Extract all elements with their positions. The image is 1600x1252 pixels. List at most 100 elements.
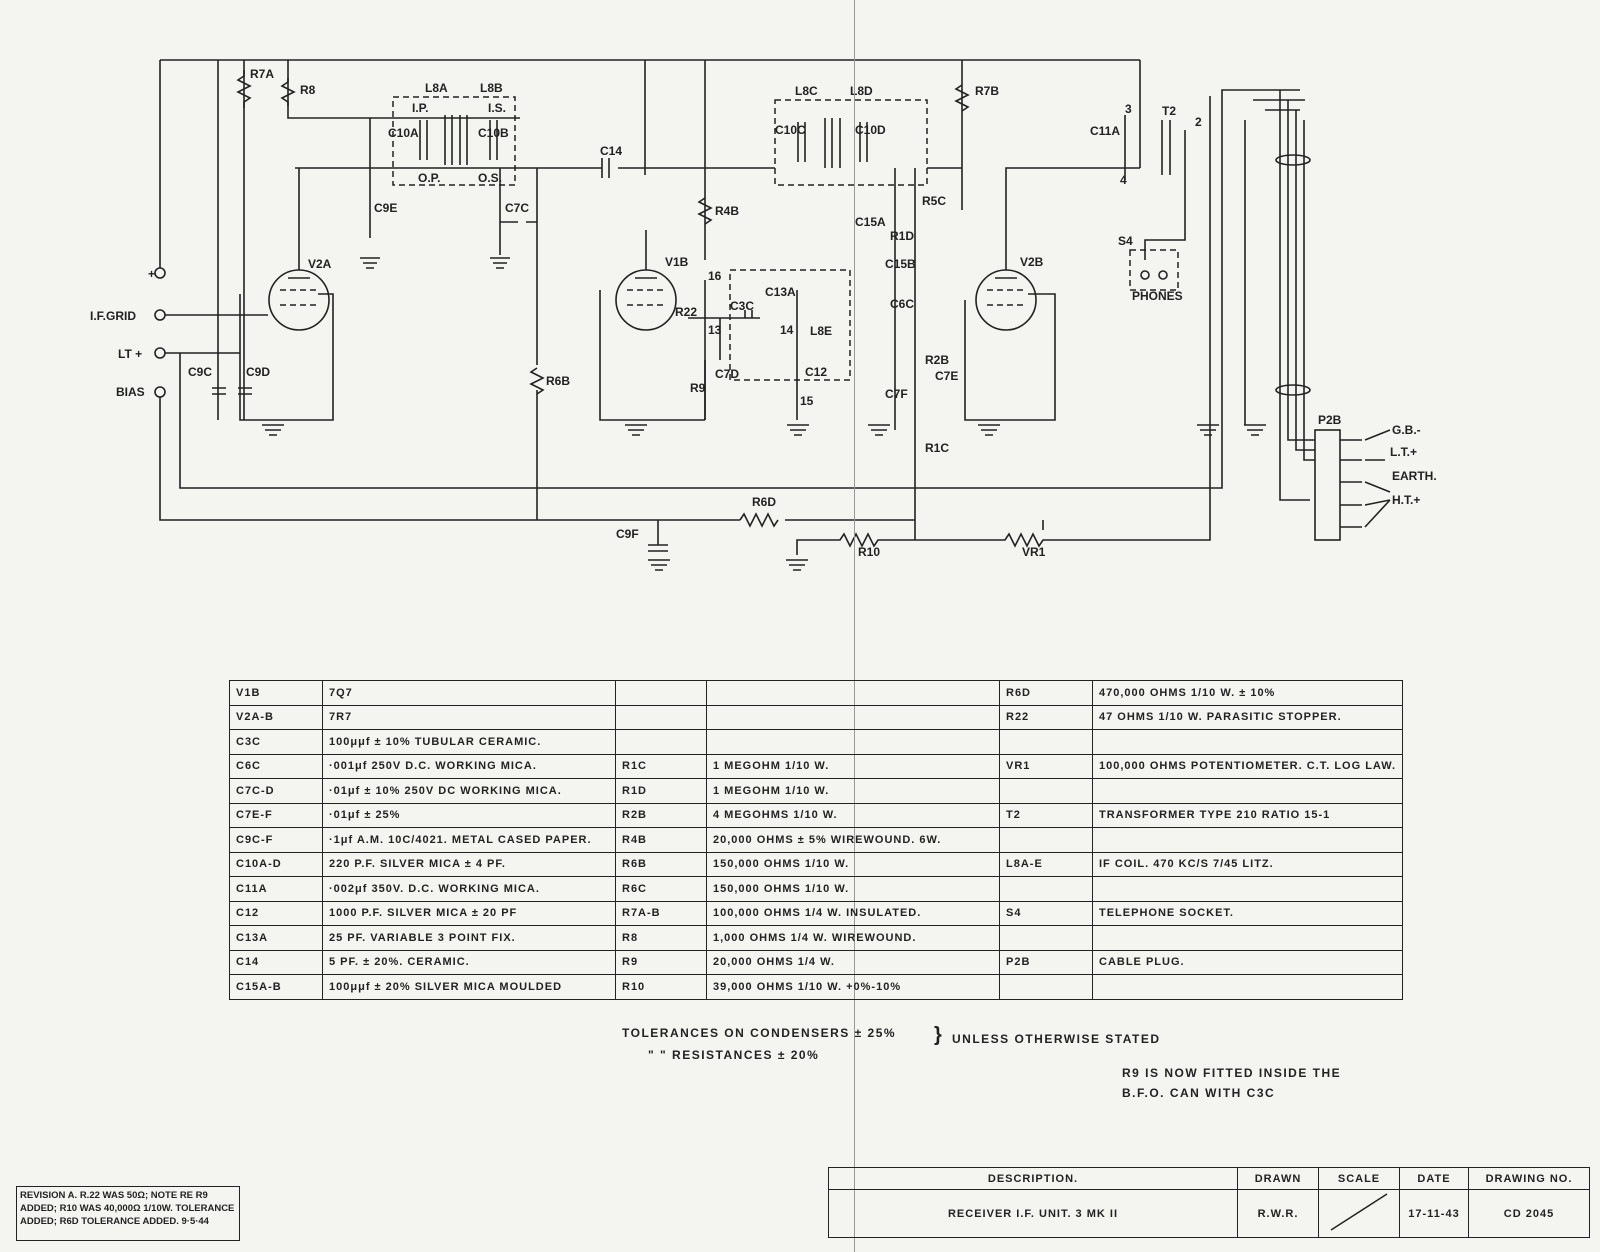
comp-c9c: C9C [188,365,212,379]
table-cell [1091,778,1404,804]
pin-4: 4 [1120,173,1127,187]
comp-r2b: R2B [925,353,949,367]
comp-r10: R10 [858,545,880,559]
table-row: C7C-D·01μf ± 10% 250V DC WORKING MICA.R1… [229,778,1404,804]
plug-gb-label: G.B.- [1392,423,1421,437]
title-drawn-header: DRAWN [1237,1167,1319,1190]
comp-op: O.P. [418,171,440,185]
table-cell: 4 MEGOHMS 1/10 W. [706,802,1000,828]
comp-c12: C12 [805,365,827,379]
table-cell [1091,974,1404,1000]
table-cell [999,974,1093,1000]
table-cell: 1 MEGOHM 1/10 W. [706,753,1000,779]
table-cell [999,729,1093,755]
pin-3: 3 [1125,102,1132,116]
title-scale [1318,1189,1400,1238]
terminal-if-grid-label: I.F.GRID [90,309,136,323]
pin-2: 2 [1195,115,1202,129]
table-cell: C13A [229,925,323,951]
tolerance-line-2: " " RESISTANCES ± 20% [648,1048,820,1062]
comp-c7d: C7D [715,367,739,381]
table-cell: VR1 [999,753,1093,779]
comp-c10a: C10A [388,126,419,140]
table-cell: 100,000 OHMS POTENTIOMETER. C.T. LOG LAW… [1091,753,1404,779]
comp-c7c: C7C [505,201,529,215]
table-cell: R7A-B [615,900,707,926]
comp-c3c: C3C [730,299,754,313]
table-cell [1091,729,1404,755]
table-cell [615,729,707,755]
table-cell: 470,000 OHMS 1/10 W. ± 10% [1091,680,1404,706]
table-cell: ·1μf A.M. 10C/4021. METAL CASED PAPER. [322,827,616,853]
terminal-bias-label: BIAS [116,385,145,399]
tolerance-line-1: TOLERANCES ON CONDENSERS ± 25% [622,1026,897,1040]
table-cell: R1C [615,753,707,779]
table-cell: C11A [229,876,323,902]
table-cell: 5 PF. ± 20%. CERAMIC. [322,949,616,975]
table-cell: 1000 P.F. SILVER MICA ± 20 PF [322,900,616,926]
table-cell: P2B [999,949,1093,975]
table-cell: T2 [999,802,1093,828]
comp-r6d: R6D [752,495,776,509]
table-cell: 1,000 OHMS 1/4 W. WIREWOUND. [706,925,1000,951]
pin-15: 15 [800,394,814,408]
table-cell: 20,000 OHMS ± 5% WIREWOUND. 6W. [706,827,1000,853]
table-cell: ·002μf 350V. D.C. WORKING MICA. [322,876,616,902]
table-cell: C7E-F [229,802,323,828]
title-desc-header: DESCRIPTION. [828,1167,1238,1190]
table-cell: R4B [615,827,707,853]
table-cell: ·01μf ± 10% 250V DC WORKING MICA. [322,778,616,804]
comp-ip: I.P. [412,101,428,115]
table-cell [706,704,1000,730]
table-cell [999,876,1093,902]
table-cell: IF COIL. 470 KC/S 7/45 LITZ. [1091,851,1404,877]
table-cell [1091,925,1404,951]
table-cell [999,778,1093,804]
comp-is: I.S. [488,101,506,115]
table-cell: CABLE PLUG. [1091,949,1404,975]
table-cell: R1D [615,778,707,804]
comp-c14: C14 [600,144,622,158]
table-cell: C7C-D [229,778,323,804]
table-cell: L8A-E [999,851,1093,877]
phones-socket-label: S4 [1118,234,1133,248]
comp-r6b: R6B [546,374,570,388]
table-cell: 7R7 [322,704,616,730]
comp-c7f: C7F [885,387,908,401]
comp-c13a: C13A [765,285,796,299]
comp-v1b: V1B [665,255,689,269]
comp-v2b: V2B [1020,255,1044,269]
comp-r5c: R5C [922,194,946,208]
comp-r7b: R7B [975,84,999,98]
table-cell: 25 PF. VARIABLE 3 POINT FIX. [322,925,616,951]
phones-label: PHONES [1132,289,1183,303]
comp-c6c: C6C [890,297,914,311]
table-cell: 100,000 OHMS 1/4 W. INSULATED. [706,900,1000,926]
table-cell: C10A-D [229,851,323,877]
tolerance-brace: } [934,1024,944,1046]
comp-c15b: C15B [885,257,916,271]
comp-c9d: C9D [246,365,270,379]
table-cell [615,704,707,730]
table-cell [706,729,1000,755]
table-cell: R22 [999,704,1093,730]
table-cell: 100μμf ± 10% TUBULAR CERAMIC. [322,729,616,755]
comp-r22: R22 [675,305,697,319]
table-cell: S4 [999,900,1093,926]
scale-slash [1330,1193,1388,1231]
plug-lt-label: L.T.+ [1390,445,1417,459]
comp-c7e: C7E [935,369,958,383]
comp-c9f: C9F [616,527,639,541]
comp-r1c: R1C [925,441,949,455]
table-cell: ·01μf ± 25% [322,802,616,828]
comp-l8e: L8E [810,324,832,338]
